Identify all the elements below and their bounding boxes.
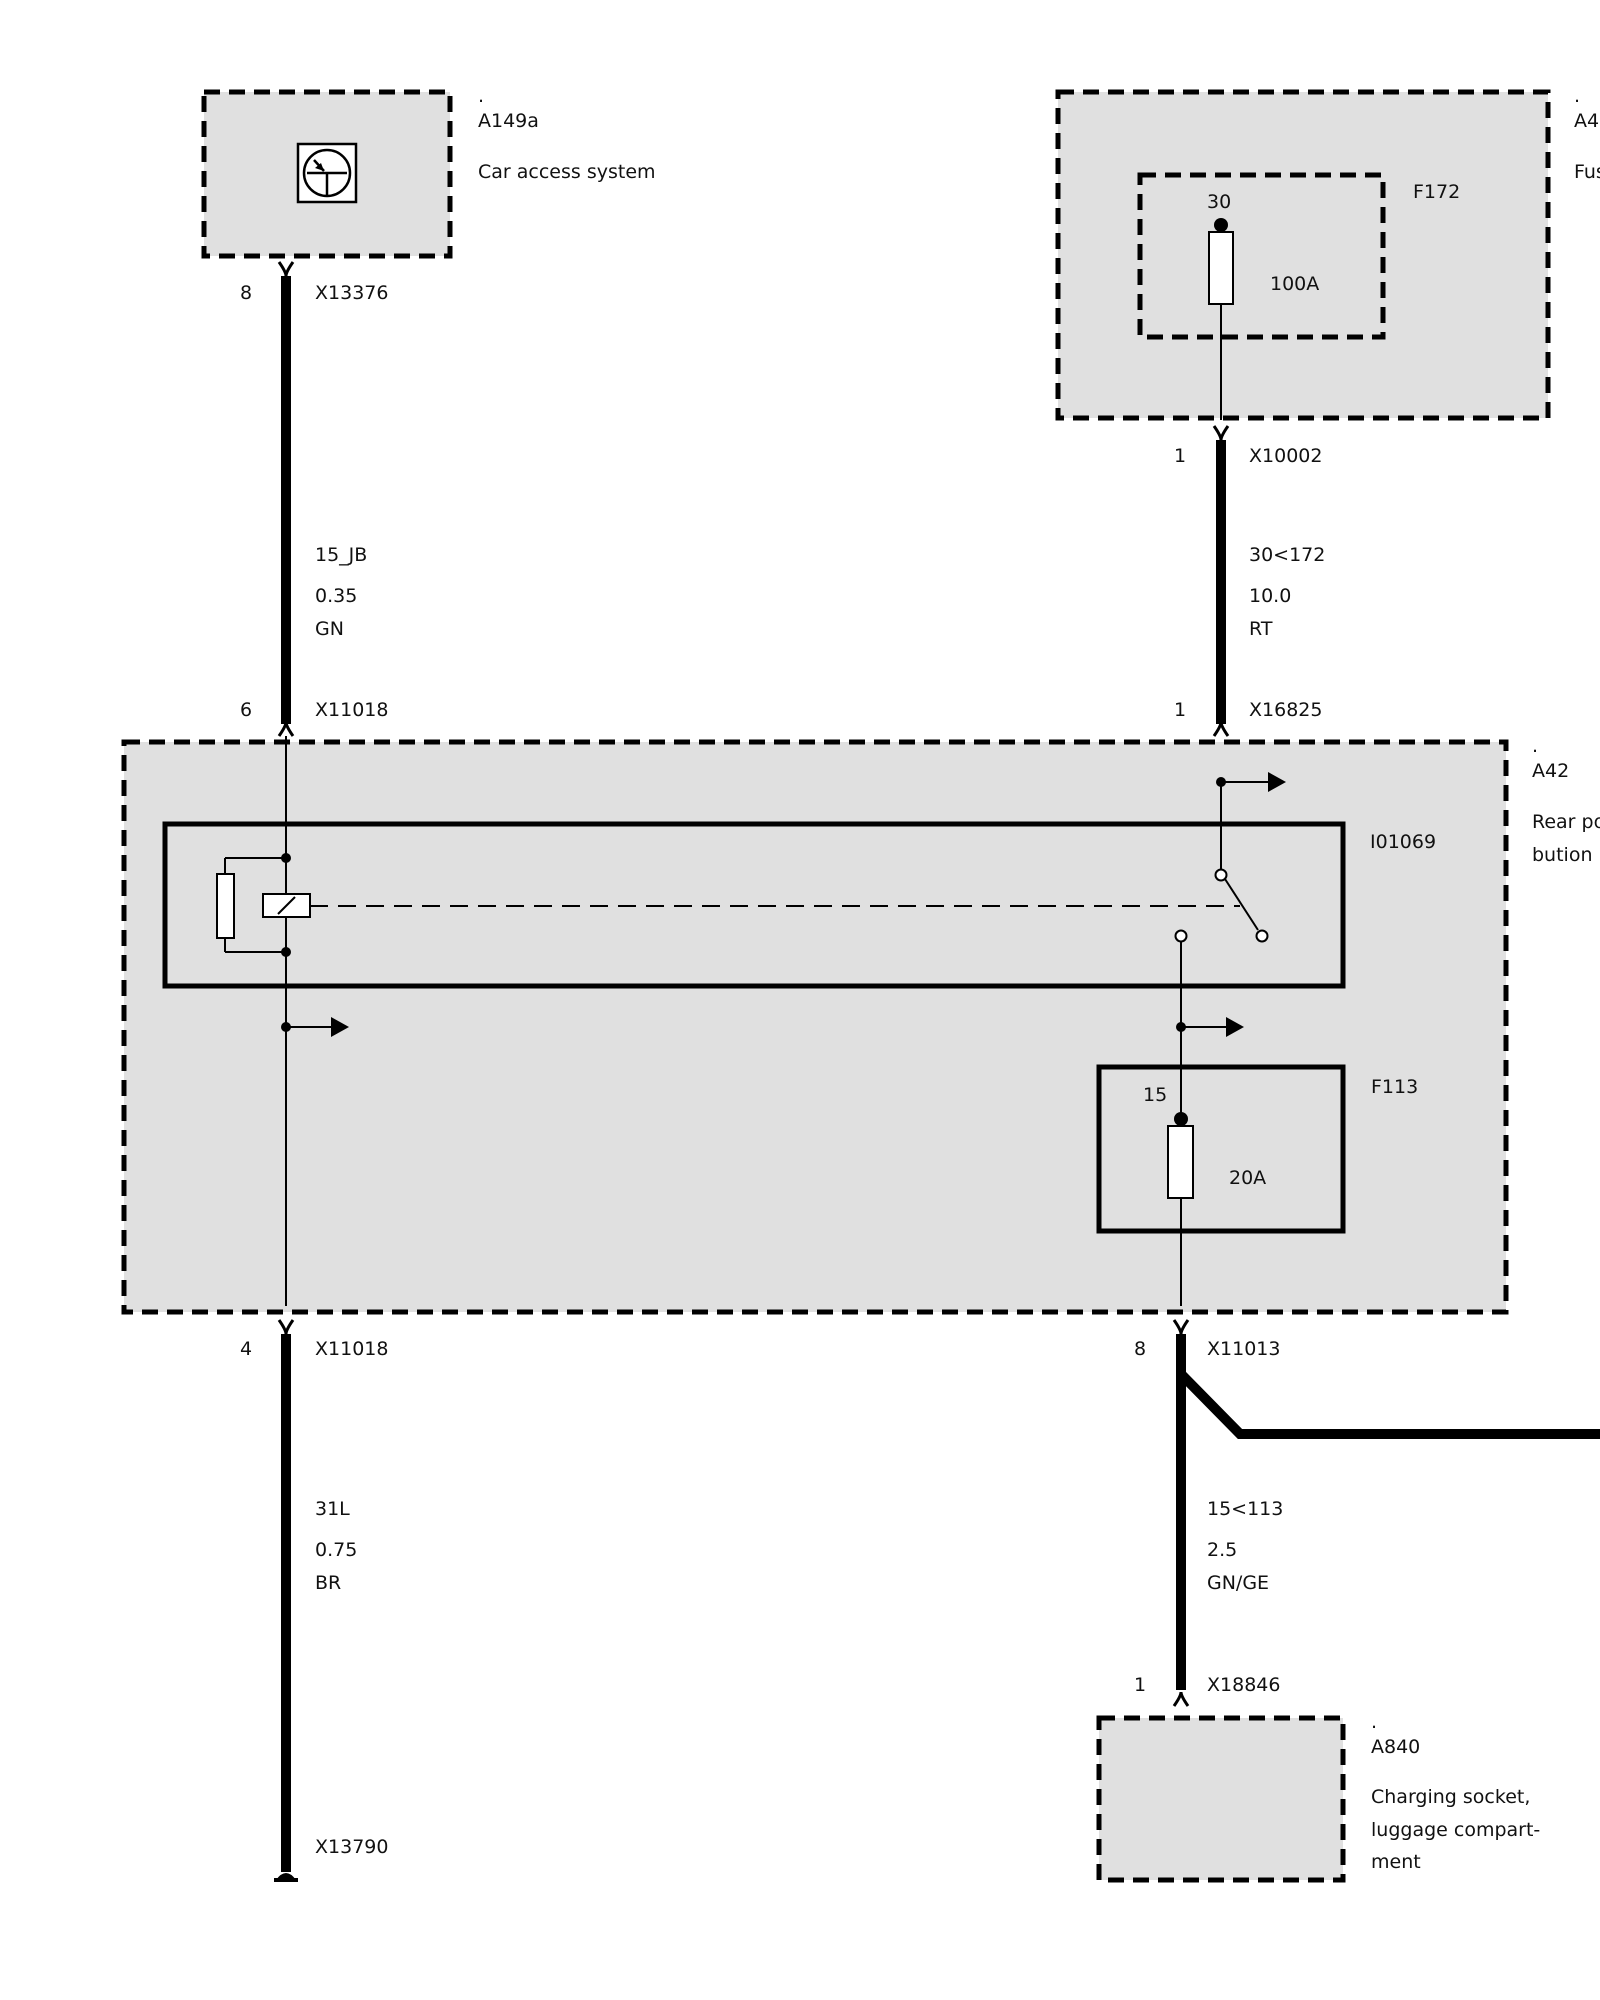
branch-arrow-right xyxy=(1176,941,1244,1120)
x13790-id: X13790 xyxy=(315,1836,388,1858)
a42-name-line2: bution l xyxy=(1532,844,1600,866)
a4x-dot: . xyxy=(1574,85,1580,107)
a840-name-line3: ment xyxy=(1371,1851,1421,1873)
w31l-signal: 31L xyxy=(315,1498,350,1520)
w30-172-gauge: 10.0 xyxy=(1249,585,1291,607)
f172-terminal: 30 xyxy=(1207,191,1231,213)
transistor-icon xyxy=(296,142,358,204)
x18846-pin: 1 xyxy=(1134,1674,1146,1696)
f113-rating: 20A xyxy=(1229,1167,1266,1189)
a840-name-line1: Charging socket, xyxy=(1371,1786,1530,1808)
a4x-id: A4 xyxy=(1574,110,1599,132)
a42-name-line1: Rear po xyxy=(1532,811,1600,833)
connector-x16825-icon xyxy=(1212,721,1230,737)
f113-terminal: 15 xyxy=(1143,1084,1167,1106)
connector-x10002-icon xyxy=(1212,425,1230,441)
w31l-color: BR xyxy=(315,1572,341,1594)
component-a4x[interactable]: . A4 Fus xyxy=(1055,85,1600,421)
wire-branch-right xyxy=(1177,1370,1600,1439)
w15-113-signal: 15<113 xyxy=(1207,1498,1283,1520)
wire-31l[interactable]: 4 X11018 31L 0.75 BR X13790 xyxy=(240,1319,388,1882)
component-a149a[interactable]: . A149a Car access system xyxy=(201,85,656,259)
a840-name-line2: luggage compart- xyxy=(1371,1819,1540,1841)
x18846-id: X18846 xyxy=(1207,1674,1280,1696)
i01069-id: I01069 xyxy=(1370,831,1436,853)
x10002-id: X10002 xyxy=(1249,445,1322,467)
a149a-dot: . xyxy=(478,85,484,107)
x16825-pin: 1 xyxy=(1174,699,1186,721)
f172-rating: 100A xyxy=(1270,273,1319,295)
wire-30-172[interactable]: 1 X10002 30<172 10.0 RT 1 X16825 xyxy=(1174,425,1325,737)
w30-172-signal: 30<172 xyxy=(1249,544,1325,566)
branch-arrow-top-right xyxy=(1216,772,1286,792)
x11018-bottom-pin: 4 xyxy=(240,1338,252,1360)
x11018-top-id: X11018 xyxy=(315,699,388,721)
w15-113-color: GN/GE xyxy=(1207,1572,1269,1594)
component-a42[interactable]: . A42 Rear po bution l xyxy=(121,735,1600,1315)
x11018-top-pin: 6 xyxy=(240,699,252,721)
f113-id: F113 xyxy=(1371,1076,1418,1098)
x13376-pin: 8 xyxy=(240,282,252,304)
fuse-f113[interactable]: F113 15 20A xyxy=(1096,1064,1418,1306)
fuse-icon xyxy=(1208,231,1234,305)
relay-i01069[interactable]: I01069 xyxy=(162,736,1436,1306)
a4x-name: Fus xyxy=(1574,161,1600,183)
a840-id: A840 xyxy=(1371,1736,1420,1758)
f172-id: F172 xyxy=(1413,181,1460,203)
x11013-id: X11013 xyxy=(1207,1338,1280,1360)
resistor-icon xyxy=(216,873,235,939)
connector-x13376-icon xyxy=(277,261,295,277)
x11013-pin: 8 xyxy=(1134,1338,1146,1360)
wire-15jb[interactable]: 8 X13376 15_JB 0.35 GN 6 X11018 xyxy=(240,261,388,737)
x16825-id: X16825 xyxy=(1249,699,1322,721)
w30-172-color: RT xyxy=(1249,618,1273,640)
connector-x11018-top-icon xyxy=(277,721,295,737)
connector-x11018-bottom-icon xyxy=(277,1319,295,1335)
w15-113-gauge: 2.5 xyxy=(1207,1539,1237,1561)
fuse-f172[interactable]: 30 100A F172 xyxy=(1207,181,1460,420)
fuse-icon xyxy=(1167,1125,1194,1199)
w31l-gauge: 0.75 xyxy=(315,1539,357,1561)
w15jb-gauge: 0.35 xyxy=(315,585,357,607)
a840-dot: . xyxy=(1371,1711,1377,1733)
w15jb-signal: 15_JB xyxy=(315,544,367,566)
x13376-id: X13376 xyxy=(315,282,388,304)
a149a-name: Car access system xyxy=(478,161,656,183)
wire-15-113[interactable]: 8 X11013 15<113 2.5 GN/GE 1 X18846 xyxy=(1134,1319,1600,1707)
switch-contact-icon xyxy=(1214,868,1228,882)
w15jb-color: GN xyxy=(315,618,344,640)
a42-id: A42 xyxy=(1532,760,1569,782)
x11018-bottom-id: X11018 xyxy=(315,1338,388,1360)
a149a-id: A149a xyxy=(478,110,539,132)
connector-x18846-icon xyxy=(1172,1691,1190,1707)
component-a840[interactable]: . A840 Charging socket, luggage compart-… xyxy=(1096,1711,1540,1883)
connector-x11013-icon xyxy=(1172,1319,1190,1335)
branch-arrow-left xyxy=(281,1017,349,1037)
x10002-pin: 1 xyxy=(1174,445,1186,467)
a42-dot: . xyxy=(1532,735,1538,757)
